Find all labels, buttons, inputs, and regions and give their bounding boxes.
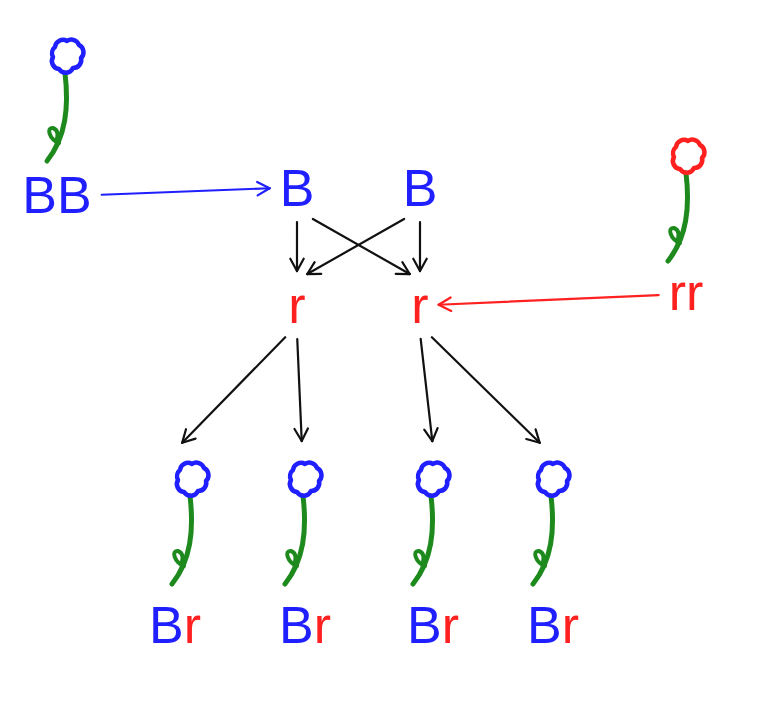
- cross-arrow: [307, 219, 404, 274]
- genotype-text: r: [288, 276, 305, 334]
- genotype-text: r: [314, 596, 331, 654]
- cross-arrow: [413, 222, 426, 271]
- genotype-label: BB: [18, 167, 95, 223]
- genotype-text: B: [279, 596, 314, 654]
- cross-arrow: [102, 182, 270, 195]
- genotype-label: rr: [665, 264, 708, 320]
- genotype-text: B: [527, 596, 562, 654]
- cross-arrow: [294, 339, 307, 441]
- allele-label: r: [407, 277, 432, 333]
- blue-flower: [172, 463, 208, 584]
- cross-arrow: [182, 337, 285, 442]
- blue-flower: [413, 463, 449, 584]
- allele-label: B: [399, 160, 442, 216]
- genotype-text: B: [407, 596, 442, 654]
- genotype-text: r: [562, 596, 579, 654]
- cross-arrow: [290, 222, 303, 271]
- offspring-genotype: Br: [145, 447, 205, 653]
- blue-flower: [285, 463, 321, 584]
- red-flower: [668, 140, 704, 261]
- cross-arrow: [421, 339, 438, 441]
- cross-arrow: [439, 295, 659, 311]
- genotype-text: r: [442, 596, 459, 654]
- genotype-text: B: [149, 596, 184, 654]
- genotype-text: B: [403, 159, 438, 217]
- offspring-genotype: Br: [403, 447, 463, 653]
- offspring-genotype: Br: [275, 447, 335, 653]
- genotype-text: rr: [669, 263, 704, 321]
- blue-flower: [533, 463, 569, 584]
- allele-label: B: [276, 160, 319, 216]
- cross-arrow: [313, 219, 410, 274]
- offspring-genotype: Br: [523, 447, 583, 653]
- allele-label: r: [284, 277, 309, 333]
- blue-flower: [47, 40, 83, 161]
- genotype-text: r: [184, 596, 201, 654]
- cross-arrow: [432, 337, 540, 443]
- genotype-text: BB: [22, 166, 91, 224]
- genotype-text: r: [411, 276, 428, 334]
- genotype-text: B: [280, 159, 315, 217]
